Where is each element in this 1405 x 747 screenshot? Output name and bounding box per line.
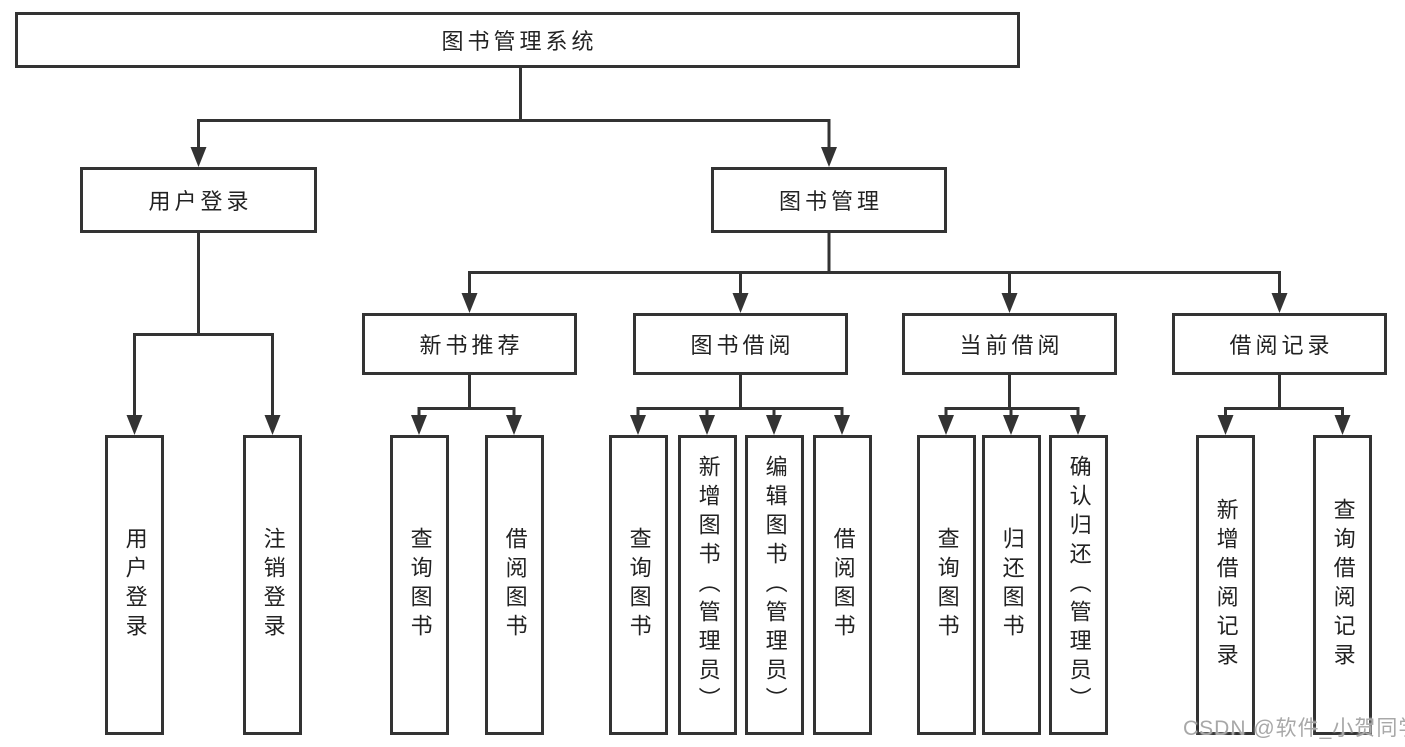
node-label: 查询图书 (626, 527, 652, 643)
node-user-login: 用户登录 (80, 167, 317, 233)
leaf-return-book: 归还图书 (982, 435, 1041, 735)
leaf-borrow-book: 借阅图书 (813, 435, 872, 735)
node-label: 当前借阅 (959, 333, 1064, 358)
node-library-system: 图书管理系统 (15, 12, 1020, 68)
node-new-book-recommend: 新书推荐 (362, 313, 577, 375)
node-book-borrow: 图书借阅 (633, 313, 848, 375)
connector-root-to-level2 (190, 67, 837, 167)
leaf-add-book-admin: 新增图书（管理员） (678, 435, 737, 735)
leaf-newrec-borrow-book: 借阅图书 (485, 435, 544, 735)
leaf-logout: 注销登录 (243, 435, 302, 735)
leaf-query-borrow-record: 查询借阅记录 (1313, 435, 1372, 735)
node-label: 编辑图书（管理员） (762, 454, 788, 716)
node-label: 图书管理 (778, 189, 883, 214)
node-borrow-record: 借阅记录 (1172, 313, 1387, 375)
node-label: 新增图书（管理员） (695, 454, 721, 716)
connector-newbookrec-to-leaves (411, 375, 522, 435)
leaf-user-login: 用户登录 (105, 435, 164, 735)
node-label: 借阅记录 (1229, 333, 1334, 358)
node-label: 查询借阅记录 (1330, 498, 1356, 672)
node-label: 图书借阅 (690, 333, 795, 358)
leaf-borrow-query-book: 查询图书 (609, 435, 668, 735)
connector-bookmgmt-to-level3 (461, 233, 1288, 313)
node-label: 借阅图书 (502, 527, 528, 643)
node-label: 用户登录 (122, 527, 148, 643)
node-label: 新增借阅记录 (1213, 498, 1239, 672)
leaf-newrec-query-book: 查询图书 (390, 435, 449, 735)
connector-userlogin-to-leaves (126, 233, 281, 435)
connector-bookborrow-to-leaves (630, 375, 850, 435)
leaf-edit-book-admin: 编辑图书（管理员） (745, 435, 804, 735)
node-label: 查询图书 (934, 527, 960, 643)
node-label: 注销登录 (260, 527, 286, 643)
connector-borrowrecord-to-leaves (1217, 375, 1351, 435)
leaf-confirm-return-admin: 确认归还（管理员） (1049, 435, 1108, 735)
leaf-add-borrow-record: 新增借阅记录 (1196, 435, 1255, 735)
node-label: 借阅图书 (830, 527, 856, 643)
connector-currentborrow-to-leaves (938, 375, 1086, 435)
node-current-borrow: 当前借阅 (902, 313, 1117, 375)
node-label: 图书管理系统 (441, 29, 598, 54)
node-label: 查询图书 (407, 527, 433, 643)
node-book-management: 图书管理 (711, 167, 947, 233)
node-label: 用户登录 (148, 189, 253, 214)
leaf-current-query-book: 查询图书 (917, 435, 976, 735)
node-label: 归还图书 (999, 527, 1025, 643)
csdn-watermark: CSDN @软件_小贺同学 (1183, 717, 1405, 740)
node-label: 确认归还（管理员） (1066, 454, 1092, 716)
node-label: 新书推荐 (419, 333, 524, 358)
